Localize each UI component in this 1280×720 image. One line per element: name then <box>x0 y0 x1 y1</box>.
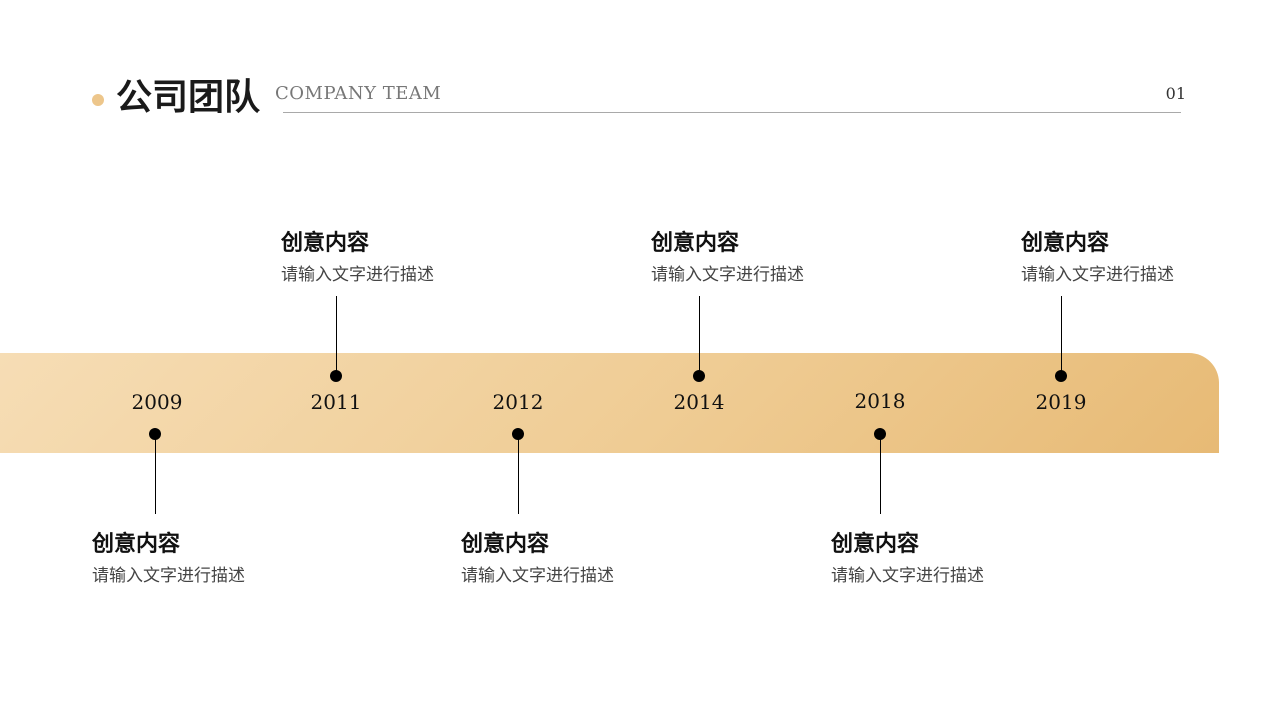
page-subtitle: COMPANY TEAM <box>275 83 442 104</box>
page-number: 01 <box>1165 84 1186 103</box>
timeline-label-desc: 请输入文字进行描述 <box>831 566 984 586</box>
timeline-label: 创意内容 请输入文字进行描述 <box>651 230 851 286</box>
timeline-label: 创意内容 请输入文字进行描述 <box>461 531 661 587</box>
timeline-label-title: 创意内容 <box>1021 231 1110 256</box>
timeline-connector <box>699 296 700 376</box>
timeline-label-title: 创意内容 <box>281 231 370 256</box>
timeline-year-2009: 2009 <box>131 390 183 414</box>
timeline-year-2012: 2012 <box>492 390 544 414</box>
timeline-connector <box>1061 296 1062 376</box>
timeline-label-desc: 请输入文字进行描述 <box>461 566 614 586</box>
timeline-connector <box>880 434 881 514</box>
title-divider <box>283 112 1181 113</box>
timeline-label-desc: 请输入文字进行描述 <box>92 566 245 586</box>
timeline-year-2018: 2018 <box>854 389 906 413</box>
timeline-band <box>0 353 1219 453</box>
timeline-year-2019: 2019 <box>1035 390 1087 414</box>
timeline-label-desc: 请输入文字进行描述 <box>281 265 434 285</box>
timeline-connector <box>155 434 156 514</box>
timeline-connector <box>518 434 519 514</box>
page-title: 公司团队 <box>116 77 261 118</box>
timeline-dot <box>693 370 705 382</box>
timeline-label-title: 创意内容 <box>831 532 920 557</box>
timeline-dot <box>1055 370 1067 382</box>
timeline-dot <box>330 370 342 382</box>
timeline-label-desc: 请输入文字进行描述 <box>651 265 804 285</box>
timeline-label: 创意内容 请输入文字进行描述 <box>92 531 292 587</box>
timeline-label: 创意内容 请输入文字进行描述 <box>1021 230 1221 286</box>
timeline-year-2011: 2011 <box>310 390 362 414</box>
timeline-label-desc: 请输入文字进行描述 <box>1021 265 1174 285</box>
timeline-connector <box>336 296 337 376</box>
timeline-label: 创意内容 请输入文字进行描述 <box>831 531 1031 587</box>
timeline-label-title: 创意内容 <box>461 532 550 557</box>
timeline-label-title: 创意内容 <box>651 231 740 256</box>
title-bullet-dot <box>92 94 104 106</box>
timeline-label: 创意内容 请输入文字进行描述 <box>281 230 481 286</box>
timeline-label-title: 创意内容 <box>92 532 181 557</box>
timeline-year-2014: 2014 <box>673 390 725 414</box>
